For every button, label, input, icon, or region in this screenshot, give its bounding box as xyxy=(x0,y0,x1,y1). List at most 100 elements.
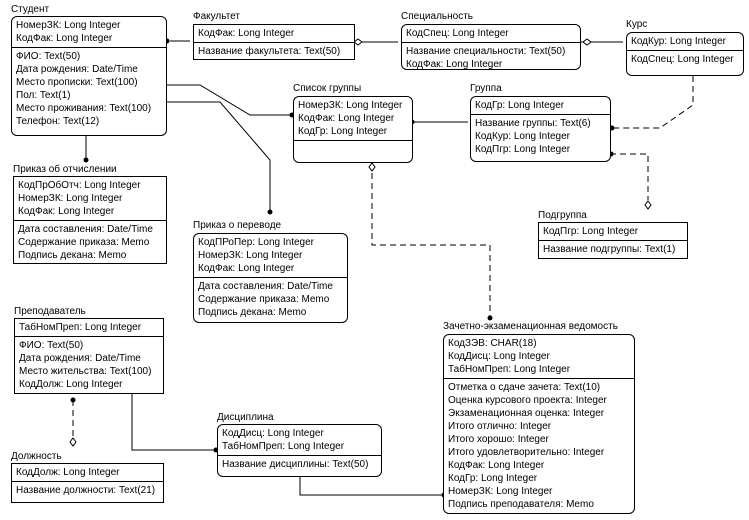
vedomost-attribute-section: Отметка о сдаче зачета: Text(10) Оценка к… xyxy=(444,378,634,513)
rel-student-spisok xyxy=(166,84,294,116)
attribute: КодФак: Long Integer xyxy=(406,59,503,70)
attribute: Телефон: Text(12) xyxy=(16,116,100,127)
attribute: КодКур: Long Integer xyxy=(631,36,726,47)
entity-title-otchislenie: Приказ об отчислении xyxy=(13,164,117,175)
attribute: КодГр: Long Integer xyxy=(448,473,538,484)
attribute: КодСпец: Long Integer xyxy=(406,28,509,39)
entity-title-vedomost: Зачетно-экзаменационная ведомость xyxy=(443,321,618,332)
dolzhnost-key-section: КодДолж: Long Integer xyxy=(12,464,163,481)
attribute: КодФак: Long Integer xyxy=(16,33,113,44)
attribute: Название специальности: Text(50) xyxy=(406,46,566,57)
attribute: Дата составления: Date/Time xyxy=(198,281,333,292)
attribute: КодГр: Long Integer xyxy=(298,126,388,137)
rel-dot xyxy=(487,315,493,321)
attribute: Подпись декана: Memo xyxy=(198,307,307,318)
spisok-attribute-section xyxy=(294,140,412,145)
attribute: ТабНомПреп: Long Integer xyxy=(222,441,345,452)
attribute: Название должности: Text(21) xyxy=(16,485,156,496)
attribute: ТабНомПреп: Long Integer xyxy=(448,364,571,375)
entity-title-gruppa: Группа xyxy=(470,83,502,94)
attribute: КодПгр: Long Integer xyxy=(475,144,571,155)
rel-spisok-vedomost xyxy=(371,163,491,316)
prepodavatel-key-section: ТабНомПреп: Long Integer xyxy=(15,319,163,336)
disciplina-attribute-section: Название дисциплины: Text(50) xyxy=(218,455,381,473)
attribute: КодДолж: Long Integer xyxy=(19,379,123,390)
rel-disciplina-vedomost xyxy=(299,477,442,496)
podgruppa-attribute-section: Название подгруппы: Text(1) xyxy=(539,240,687,258)
attribute: ТабНомПреп: Long Integer xyxy=(19,322,142,333)
attribute: ФИО: Text(50) xyxy=(16,51,81,62)
fakultet-attribute-section: Название факультета: Text(50) xyxy=(194,42,354,60)
attribute: ФИО: Text(50) xyxy=(19,340,84,351)
rel-diamond xyxy=(69,437,77,447)
attribute: КодФак: Long Integer xyxy=(198,263,295,274)
entity-title-dolzhnost: Должность xyxy=(11,451,62,462)
dolzhnost-attribute-section: Название должности: Text(21) xyxy=(12,481,163,499)
gruppa-key-section: КодГр: Long Integer xyxy=(471,97,610,114)
rel-dot xyxy=(83,157,89,163)
attribute: КодФак: Long Integer xyxy=(18,206,115,217)
attribute: КодФак: Long Integer xyxy=(448,460,545,471)
entity-title-kurs: Курс xyxy=(626,19,648,30)
entity-title-spisok: Список группы xyxy=(293,83,362,94)
kurs-attribute-section: КодСпец: Long Integer xyxy=(627,50,743,68)
attribute: КодЗЭВ: CHAR(18) xyxy=(448,338,537,349)
attribute: Отметка о сдаче зачета: Text(10) xyxy=(448,382,601,393)
rel-prepodavatel-disciplina xyxy=(131,393,214,451)
attribute: Содержание приказа: Memo xyxy=(198,294,330,305)
attribute: КодФак: Long Integer xyxy=(298,113,395,124)
entity-title-fakultet: Факультет xyxy=(193,11,240,22)
attribute: Место проживания: Text(100) xyxy=(16,103,152,114)
gruppa-attribute-section: Название группы: Text(6)КодКур: Long Int… xyxy=(471,114,610,158)
attribute: КодСпец: Long Integer xyxy=(631,54,734,65)
attribute: КодДисц: Long Integer xyxy=(448,351,550,362)
attribute: Дата рождения: Date/Time xyxy=(19,353,141,364)
entity-title-perevod: Приказ о переводе xyxy=(193,220,282,231)
rel-diamond xyxy=(644,200,652,210)
entity-title-student: Студент xyxy=(11,4,50,15)
attribute: КодФак: Long Integer xyxy=(198,28,295,39)
attribute: Дата составления: Date/Time xyxy=(18,224,153,235)
rel-kurs-gruppa xyxy=(614,76,694,129)
attribute: КодПгр: Long Integer xyxy=(543,226,639,237)
attribute: Место прописки: Text(100) xyxy=(16,77,138,88)
attribute: НомерЗК: Long Integer xyxy=(18,193,123,204)
attribute: Пол: Text(1) xyxy=(16,90,71,101)
entity-title-podgruppa: Подгруппа xyxy=(538,210,587,221)
attribute: Оценка курсового проекта: Integer xyxy=(448,395,607,406)
attribute: Итого удовлетворительно: Integer xyxy=(448,447,605,458)
attribute: Название группы: Text(6) xyxy=(475,118,591,129)
attribute: НомерЗК: Long Integer xyxy=(298,100,403,111)
rel-dot xyxy=(70,397,76,403)
attribute: Экзаменационная оценка: Integer xyxy=(448,408,605,419)
attribute: НомерЗК: Long Integer xyxy=(448,486,553,497)
attribute: Место жительства: Text(100) xyxy=(19,366,152,377)
entity-title-prepodavatel: Преподаватель xyxy=(14,306,86,317)
specialnost-attribute-section: Название специальности: Text(50) КодФак: … xyxy=(402,42,580,73)
rel-gruppa-podgruppa xyxy=(610,153,649,200)
attribute: КодДисц: Long Integer xyxy=(222,428,324,439)
specialnost-key-section: КодСпец: Long Integer xyxy=(402,25,580,42)
